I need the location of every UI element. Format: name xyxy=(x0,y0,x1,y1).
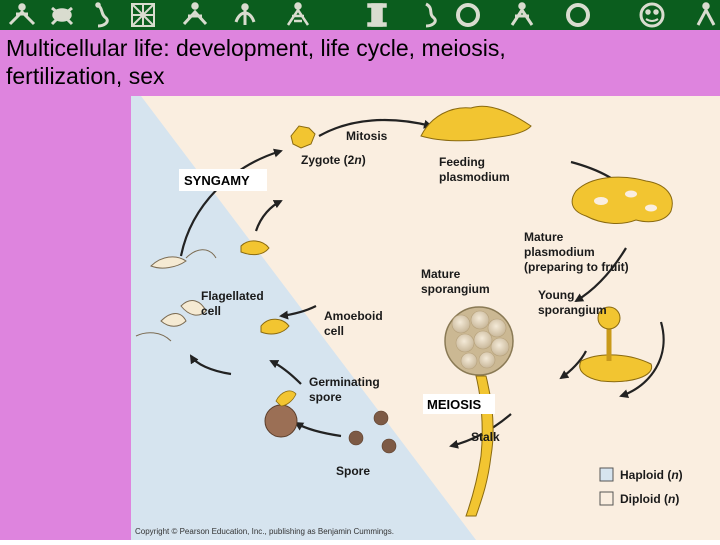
ring-icon xyxy=(456,3,480,27)
copyright-notice: Copyright © Pearson Education, Inc., pub… xyxy=(135,527,394,536)
cycle-arrows xyxy=(179,118,665,449)
slide-title: Multicellular life: development, life cy… xyxy=(6,34,716,90)
figure-icon xyxy=(696,2,716,26)
syngamy-label: SYNGAMY xyxy=(184,173,250,188)
left-accent-panel xyxy=(0,96,131,540)
figure-icon xyxy=(8,3,36,26)
mature-sporangium-label-1: Mature xyxy=(421,267,461,281)
feeding-plasmodium-label-2: plasmodium xyxy=(439,170,510,184)
mitosis-label: Mitosis xyxy=(346,129,388,143)
haploid-region xyxy=(131,96,476,540)
meiosis-label: MEIOSIS xyxy=(427,397,482,412)
mature-plasmodium xyxy=(571,176,673,224)
germinating-spore-label-1: Germinating xyxy=(309,375,380,389)
zygote-label: Zygote (2n) xyxy=(301,153,366,167)
legend-diploid-label: Diploid (n) xyxy=(620,492,679,506)
legend: Haploid (n) Diploid (n) xyxy=(599,467,683,506)
figure-icon xyxy=(234,3,256,25)
slime-mold-life-cycle-figure: Mitosis Zygote (2n) SYNGAMY Feeding plas… xyxy=(131,96,720,540)
grid-icon xyxy=(131,3,155,27)
scroll-icon xyxy=(95,2,109,28)
figure-icon xyxy=(182,2,208,26)
feeding-plasmodium xyxy=(420,105,532,142)
young-sporangium xyxy=(579,306,653,383)
germinating-spore xyxy=(264,390,298,438)
amoeboid-cell-label-2: cell xyxy=(324,324,344,338)
slide-title-line2: fertilization, sex xyxy=(6,63,165,89)
figure-icon xyxy=(510,2,534,26)
amoeboid-cell-label-1: Amoeboid xyxy=(324,309,383,323)
spore-label: Spore xyxy=(336,464,370,478)
title-bar xyxy=(0,30,720,96)
flagellated-cell-label-2: cell xyxy=(201,304,221,318)
feeding-plasmodium-label-1: Feeding xyxy=(439,155,485,169)
ring-icon xyxy=(566,3,590,27)
column-icon xyxy=(367,3,387,27)
flagellated-cell-label-1: Flagellated xyxy=(201,289,264,303)
spores xyxy=(348,410,397,454)
decorative-banner xyxy=(0,0,720,30)
legend-haploid-swatch xyxy=(599,467,614,482)
mature-plasmodium-label-1: Mature xyxy=(524,230,564,244)
syngamy-box xyxy=(179,169,267,191)
meiosis-box xyxy=(423,394,495,414)
slide-title-line1: Multicellular life: development, life cy… xyxy=(6,35,506,61)
legend-haploid-label: Haploid (n) xyxy=(620,468,683,482)
mature-plasmodium-label-2: plasmodium xyxy=(524,245,595,259)
legend-diploid-swatch xyxy=(599,491,614,506)
stalk-label: Stalk xyxy=(471,430,500,444)
mature-plasmodium-label-3: (preparing to fruit) xyxy=(524,260,629,274)
amoeboid-cell-small xyxy=(240,240,270,256)
germinating-spore-label-2: spore xyxy=(309,390,342,404)
young-sporangium-label-1: Young xyxy=(538,288,574,302)
frog-icon xyxy=(50,6,74,26)
face-icon xyxy=(639,2,665,28)
mature-sporangium-label-2: sporangium xyxy=(421,282,490,296)
young-sporangium-label-2: sporangium xyxy=(538,303,607,317)
amoeboid-cell xyxy=(260,318,290,335)
figure-icon xyxy=(286,2,310,26)
zygote-cell xyxy=(290,125,316,149)
scroll-icon xyxy=(425,2,437,28)
flagellated-cells xyxy=(135,249,217,342)
